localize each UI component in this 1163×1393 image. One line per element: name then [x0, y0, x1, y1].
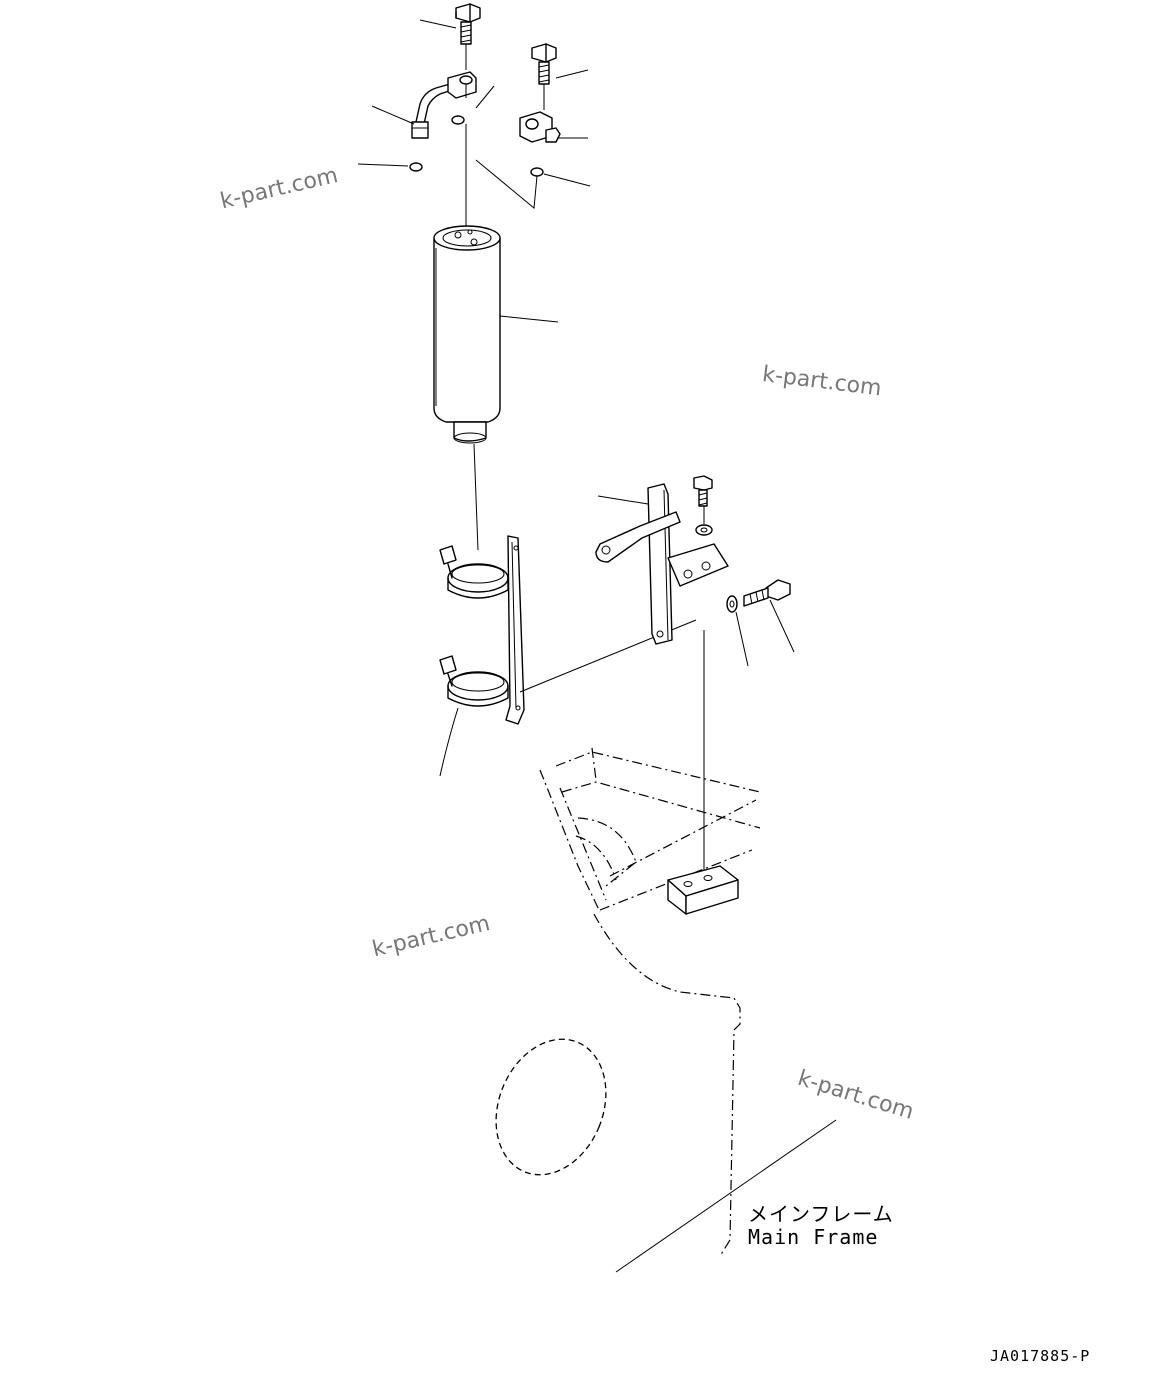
- main-frame: [495, 747, 761, 1257]
- leader-line: [555, 69, 589, 79]
- connection-line: [475, 159, 538, 209]
- washer: [726, 595, 738, 613]
- top-bolt-right: [531, 43, 557, 110]
- leader-line: [769, 599, 795, 653]
- main-frame-label-en: Main Frame: [748, 1225, 879, 1249]
- leader-line: [615, 1119, 837, 1273]
- leader-line: [597, 495, 649, 505]
- leader-line: [419, 19, 457, 29]
- o-ring: [451, 115, 465, 125]
- leader-line: [543, 173, 591, 187]
- main-frame-label-jp: メインフレーム: [748, 1202, 894, 1226]
- leader-line: [735, 611, 749, 667]
- receiver-dryer: [433, 225, 501, 444]
- leader-line: [357, 163, 409, 167]
- leader-line: [499, 315, 559, 323]
- center-line: [473, 443, 479, 551]
- fitting-block: [519, 111, 561, 143]
- clamp-bracket: [439, 535, 525, 725]
- drawing-code: JA017885-P: [990, 1347, 1091, 1365]
- side-bolt: [743, 579, 791, 607]
- washer: [695, 524, 713, 536]
- o-ring: [530, 167, 544, 177]
- leader-line: [475, 85, 495, 109]
- leader-line: [439, 707, 459, 777]
- mounting-bracket: [595, 483, 729, 645]
- bracket-bolt: [693, 475, 713, 507]
- top-bolt-left: [455, 3, 481, 70]
- frame-mount-block: [667, 865, 739, 915]
- pipe-fitting: [411, 71, 477, 139]
- o-ring: [409, 162, 423, 172]
- leader-line: [371, 105, 415, 125]
